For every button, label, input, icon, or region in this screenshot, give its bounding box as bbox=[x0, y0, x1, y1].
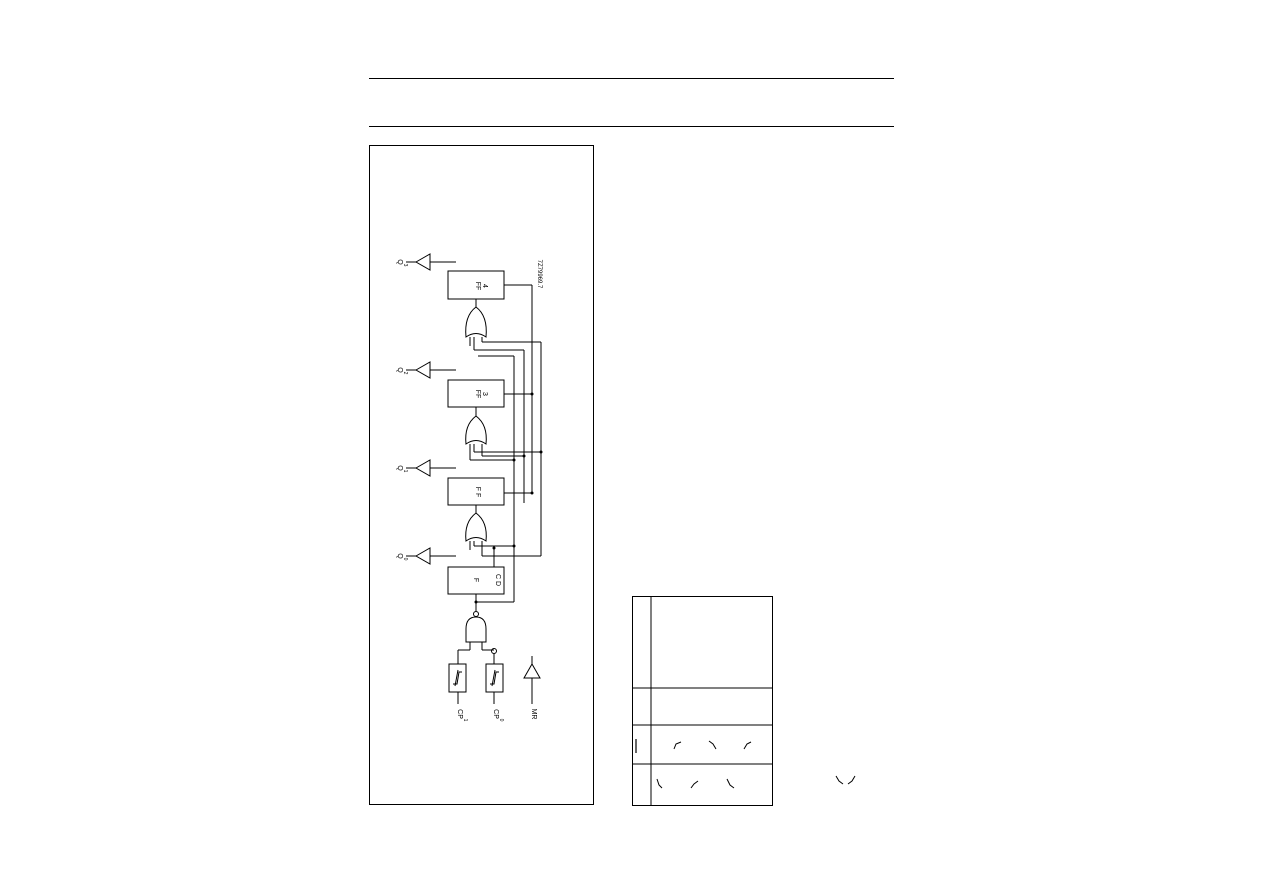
output-sub-q3: 3 bbox=[402, 264, 408, 267]
input-sub-cp0: 0 bbox=[498, 719, 504, 722]
ref-code: 7Z79969.7 bbox=[536, 260, 542, 289]
output-label-q2: Q bbox=[396, 367, 403, 373]
ff3-number: 3 bbox=[481, 392, 488, 396]
ff1-label: F bbox=[472, 578, 479, 582]
or-gate-2 bbox=[465, 512, 487, 542]
ff4-label: FF bbox=[474, 282, 481, 291]
header-bottom-rule bbox=[369, 126, 894, 127]
ff1-cd-label: C D bbox=[494, 574, 501, 586]
or-gate-4 bbox=[465, 306, 487, 338]
output-label-q0: Q bbox=[396, 553, 403, 559]
ff3-label: FF bbox=[474, 390, 481, 399]
output-buffer-q0 bbox=[406, 547, 456, 565]
input-sub-cp1: 1 bbox=[462, 719, 468, 722]
output-buffer-q2 bbox=[406, 361, 456, 379]
output-label-q1: Q bbox=[396, 465, 403, 471]
ff2-label: F F bbox=[474, 487, 481, 498]
output-sub-q2: 2 bbox=[402, 372, 408, 375]
input-label-cp1: CP bbox=[456, 709, 463, 719]
input-label-mr: MR bbox=[530, 709, 537, 720]
output-label-q3: Q bbox=[396, 259, 403, 265]
output-buffer-q1 bbox=[406, 459, 456, 477]
top-rule bbox=[369, 78, 894, 79]
output-sub-q1: 1 bbox=[402, 470, 408, 473]
nand-gate bbox=[465, 616, 487, 643]
output-buffer-q3 bbox=[406, 253, 456, 271]
ff4-number: 4 bbox=[481, 284, 488, 288]
input-label-cp0: CP bbox=[492, 709, 499, 719]
diagram-frame bbox=[369, 145, 594, 805]
output-sub-q0: 0 bbox=[402, 558, 408, 561]
or-gate-3 bbox=[465, 415, 487, 445]
